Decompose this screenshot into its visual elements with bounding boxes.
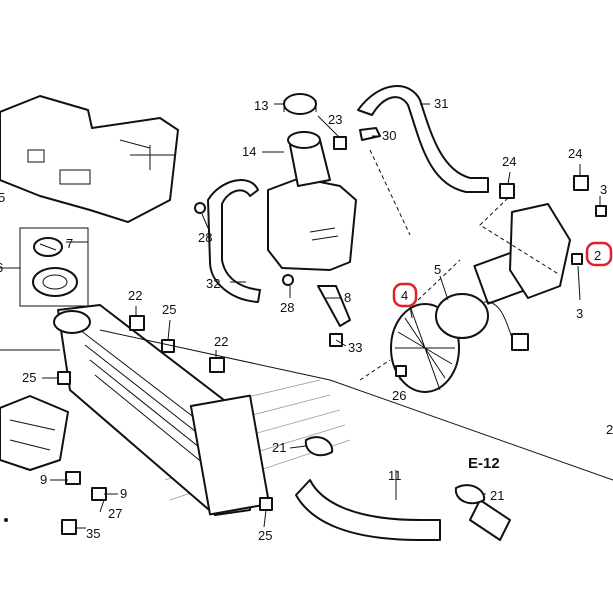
reservoir-tank bbox=[267, 93, 357, 271]
callout-25-top: 25 bbox=[162, 302, 176, 317]
callout-25-bottom: 25 bbox=[258, 528, 272, 543]
callout-33: 33 bbox=[348, 340, 362, 355]
callout-25-left: 25 bbox=[22, 370, 36, 385]
callout-27: 27 bbox=[108, 506, 122, 521]
callout-11: 11 bbox=[388, 468, 402, 483]
callout-3-bottom: 3 bbox=[576, 306, 583, 321]
callout-32: 32 bbox=[206, 276, 220, 291]
callout-23: 23 bbox=[328, 112, 342, 127]
callout-22-right: 22 bbox=[214, 334, 228, 349]
callout-28-right: 28 bbox=[280, 300, 294, 315]
callout-4: 4 bbox=[401, 288, 408, 303]
callout-21-left: 21 bbox=[272, 440, 286, 455]
fasteners bbox=[57, 127, 607, 535]
callout-labels: 13 14 23 30 31 24 24 3 3 2 5 4 26 28 28 … bbox=[0, 96, 613, 543]
callout-14: 14 bbox=[242, 144, 256, 159]
heat-shield-plate bbox=[0, 95, 179, 223]
callout-edge-right: 2 bbox=[606, 422, 613, 437]
callout-3-top: 3 bbox=[600, 182, 607, 197]
callout-35: 35 bbox=[86, 526, 100, 541]
callout-2: 2 bbox=[594, 248, 601, 263]
bullet-dot bbox=[4, 518, 8, 522]
callout-13: 13 bbox=[254, 98, 268, 113]
callout-24-right: 24 bbox=[568, 146, 582, 161]
fan-assembly bbox=[390, 203, 571, 393]
callout-5: 5 bbox=[434, 262, 441, 277]
hoses bbox=[207, 85, 511, 541]
highlight-callout-4 bbox=[392, 282, 418, 308]
callout-30: 30 bbox=[382, 128, 396, 143]
callout-7: 7 bbox=[66, 236, 73, 251]
callout-9-left: 9 bbox=[40, 472, 47, 487]
leader-lines bbox=[0, 103, 613, 529]
callout-28-left: 28 bbox=[198, 230, 212, 245]
callout-21-right: 21 bbox=[490, 488, 504, 503]
highlight-callout-2 bbox=[585, 241, 613, 267]
radiator-core bbox=[53, 304, 271, 516]
section-ref-e12: E-12 bbox=[468, 455, 500, 472]
callout-31: 31 bbox=[434, 96, 448, 111]
callout-22-left: 22 bbox=[128, 288, 142, 303]
radiator-cap-box bbox=[19, 227, 89, 307]
lower-guard bbox=[0, 395, 69, 471]
callout-edge-left: 5 bbox=[0, 190, 5, 205]
highlight-rings bbox=[392, 241, 613, 308]
callout-8: 8 bbox=[344, 290, 351, 305]
callout-26: 26 bbox=[392, 388, 406, 403]
callout-24-left: 24 bbox=[502, 154, 516, 169]
callout-6: 6 bbox=[0, 260, 3, 275]
callout-9-right: 9 bbox=[120, 486, 127, 501]
